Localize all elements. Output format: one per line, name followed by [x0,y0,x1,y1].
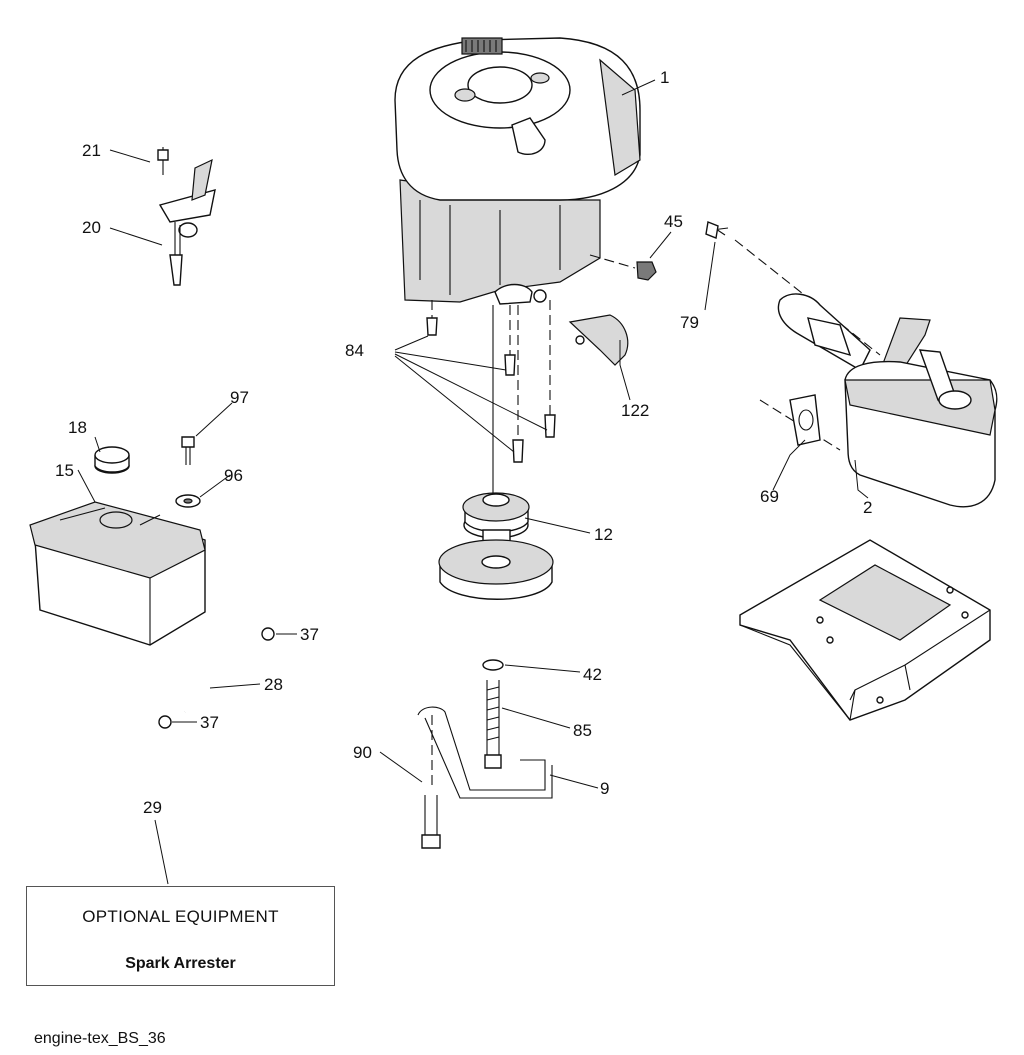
bracket-part [417,706,553,849]
label-42: 42 [583,665,602,684]
optional-equipment-title: OPTIONAL EQUIPMENT [82,907,279,926]
label-85: 85 [573,721,592,740]
throttle-control-part [157,147,216,286]
label-20: 20 [82,218,101,237]
pulley-part [438,305,554,600]
label-45: 45 [664,212,683,231]
pulley-bolt-part [482,659,504,769]
label-29: 29 [143,798,162,817]
diagram-caption: engine-tex_BS_36 [34,1030,166,1047]
label-79: 79 [680,313,699,332]
label-37a: 37 [300,625,319,644]
nut-part [589,254,657,281]
label-97: 97 [230,388,249,407]
label-37b: 37 [200,713,219,732]
label-18: 18 [68,418,87,437]
heat-shield-part [568,314,629,366]
label-69: 69 [760,487,779,506]
label-1: 1 [660,68,669,87]
mounting-plate-part [739,539,991,721]
washer-bolt-part [175,436,201,508]
fuel-tank-part [29,501,206,646]
fuel-cap-part [94,446,130,474]
label-9: 9 [600,779,609,798]
spark-arrester-label: Spark Arrester [125,955,236,972]
label-90: 90 [353,743,372,762]
fuel-hose-part [158,627,275,729]
label-15: 15 [55,461,74,480]
engine-bolts-part [426,300,556,463]
leader-lines [77,79,869,885]
label-12: 12 [594,525,613,544]
label-21: 21 [82,141,101,160]
label-96: 96 [224,466,243,485]
part-labels: 1 21 20 45 79 84 97 122 18 15 96 69 2 12… [55,68,872,817]
label-122: 122 [621,401,649,420]
label-2: 2 [863,498,872,517]
label-28: 28 [264,675,283,694]
label-84: 84 [345,341,364,360]
muffler-part [705,221,998,508]
engine-part [394,37,641,305]
optional-equipment-box: OPTIONAL EQUIPMENT Spark Arrester [26,886,335,986]
